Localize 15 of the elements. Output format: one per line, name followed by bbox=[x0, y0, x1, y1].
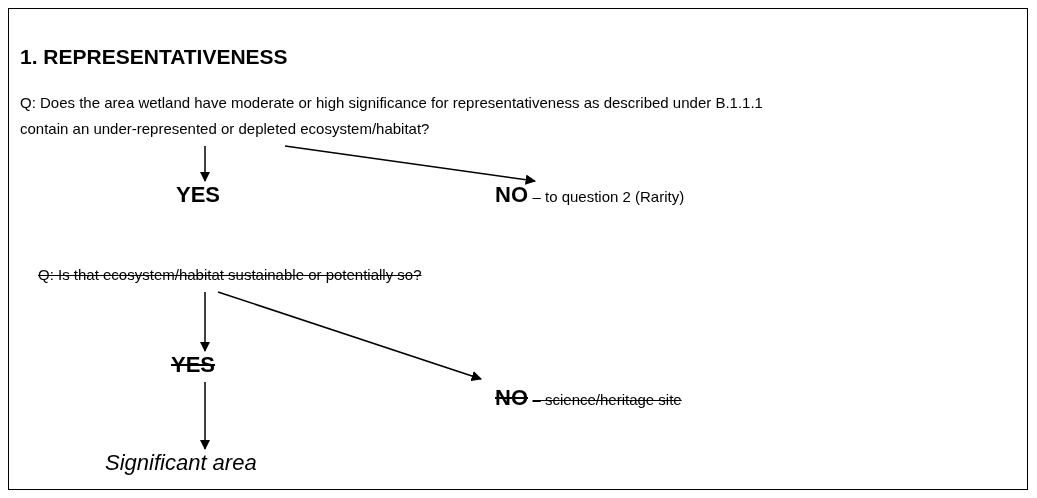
answer-label: NO bbox=[495, 182, 528, 207]
question-text: Q: Is that ecosystem/habitat sustainable or potentially so? bbox=[38, 262, 738, 288]
answer-label: YES bbox=[171, 352, 216, 378]
title: 1. REPRESENTATIVENESS bbox=[20, 45, 288, 69]
arrow bbox=[199, 291, 211, 353]
question-text: Q: Does the area wetland have moderate or high significance for representativeness as described under B.1.1.1 contain an under-represented or depleted ecosystem/habitat? bbox=[20, 90, 780, 142]
answer-label: YES bbox=[176, 182, 221, 208]
arrow bbox=[217, 291, 482, 381]
outcome-text: Significant area bbox=[105, 450, 257, 476]
answer-note: – to question 2 (Rarity) bbox=[532, 188, 685, 205]
answer-label: NO bbox=[495, 385, 528, 410]
arrow bbox=[199, 381, 211, 451]
answer-note: – science/heritage site bbox=[532, 391, 682, 408]
arrow bbox=[284, 145, 537, 185]
arrow bbox=[199, 145, 211, 183]
